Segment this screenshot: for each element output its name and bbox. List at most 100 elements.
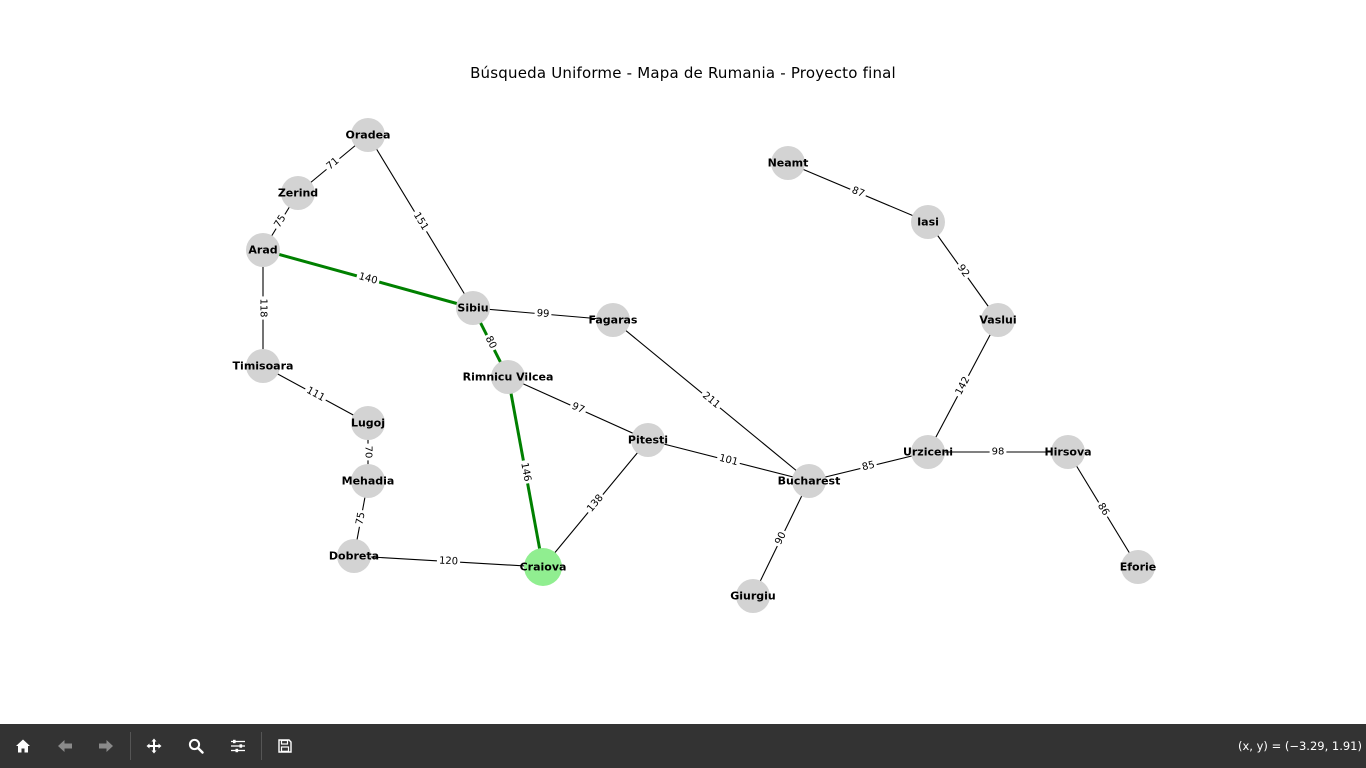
toolbar-separator — [130, 732, 131, 760]
edge-weight-hirsova-eforie: 86 — [1093, 498, 1113, 521]
configure-subplots-button[interactable] — [218, 724, 258, 768]
edge-weight-text: 140 — [357, 271, 378, 287]
edge-weight-background — [322, 153, 344, 175]
edges-layer — [262, 134, 1139, 597]
node-mehadia — [351, 464, 385, 498]
node-fagaras — [596, 303, 630, 337]
edge-weight-background — [480, 332, 501, 353]
node-label-arad: Arad — [248, 244, 277, 257]
node-dobreta — [337, 539, 371, 573]
figure-title: Búsqueda Uniforme - Mapa de Rumania - Pr… — [470, 64, 896, 82]
node-label-zerind: Zerind — [278, 187, 318, 200]
node-labels-layer: OradeaZerindAradTimisoaraLugojMehadiaDob… — [233, 129, 1157, 603]
node-lugoj — [351, 406, 385, 440]
edge-weight-text: 101 — [718, 453, 739, 468]
nodes-layer — [246, 118, 1155, 613]
edge-weight-dobreta-craiova: 120 — [436, 554, 461, 569]
edge-weight-urziceni-vaslui: 142 — [951, 372, 975, 400]
node-sibiu — [456, 291, 490, 325]
edge-weight-sibiu-rimnicu-vilcea: 80 — [480, 332, 501, 353]
home-button[interactable] — [3, 724, 43, 768]
floppy-disk-icon — [278, 739, 292, 753]
node-giurgiu — [736, 579, 770, 613]
node-craiova — [524, 548, 562, 586]
node-label-pitesti: Pitesti — [628, 434, 668, 447]
edge-weight-craiova-pitesti: 138 — [583, 490, 608, 517]
edge-weight-background — [697, 388, 725, 413]
node-label-fagaras: Fagaras — [589, 314, 638, 327]
zoom-button[interactable] — [176, 724, 216, 768]
edge-weight-arad-sibiu: 140 — [355, 269, 381, 289]
edge-weight-fagaras-bucharest: 211 — [697, 388, 725, 413]
edge-weight-bucharest-urziceni: 85 — [858, 458, 879, 475]
node-neamt — [771, 146, 805, 180]
node-vaslui — [981, 303, 1015, 337]
edge-weight-text: 85 — [861, 460, 876, 474]
node-timisoara — [246, 349, 280, 383]
edge-weight-background — [715, 451, 742, 470]
edge-weight-background — [583, 490, 608, 517]
node-label-vaslui: Vaslui — [979, 314, 1016, 327]
edge-weight-bucharest-giurgiu: 90 — [771, 528, 791, 549]
edge-weight-text: 120 — [439, 555, 459, 567]
node-label-oradea: Oradea — [346, 129, 391, 142]
edge-weight-background — [1093, 498, 1113, 521]
edge-weight-background — [436, 554, 461, 569]
edge-weight-rimnicu-vilcea-pitesti: 97 — [567, 399, 589, 418]
navigation-toolbar: (x, y) = (−3.29, 1.91) — [0, 724, 1366, 768]
edge-weight-text: 80 — [483, 334, 499, 350]
edge-weight-oradea-zerind: 71 — [322, 153, 344, 175]
node-label-iasi: Iasi — [917, 216, 939, 229]
edge-weight-oradea-sibiu: 151 — [408, 208, 433, 235]
node-label-sibiu: Sibiu — [457, 302, 488, 315]
edge-weight-background — [302, 383, 329, 406]
node-label-neamt: Neamt — [768, 157, 809, 170]
sliders-icon — [231, 739, 245, 753]
forward-button[interactable] — [86, 724, 126, 768]
save-button[interactable] — [265, 724, 305, 768]
edge-weight-background — [355, 269, 381, 289]
node-label-hirsova: Hirsova — [1044, 446, 1091, 459]
node-label-bucharest: Bucharest — [778, 475, 841, 488]
arrow-left-icon — [58, 740, 72, 752]
edge-weight-lugoj-mehadia: 70 — [361, 443, 375, 461]
edge-weight-background — [361, 443, 375, 461]
node-label-timisoara: Timisoara — [233, 360, 294, 373]
edge-weight-background — [256, 296, 270, 320]
node-label-lugoj: Lugoj — [351, 417, 385, 430]
node-arad — [246, 233, 280, 267]
back-button[interactable] — [45, 724, 85, 768]
node-rimnicu-vilcea — [491, 360, 525, 394]
edge-weight-background — [353, 509, 369, 528]
edge-weight-background — [771, 528, 791, 549]
edge-weight-background — [408, 208, 433, 235]
node-bucharest — [792, 464, 826, 498]
node-pitesti — [631, 423, 665, 457]
node-label-urziceni: Urziceni — [903, 446, 953, 459]
home-icon — [16, 739, 30, 753]
edge-weight-text: 97 — [570, 401, 586, 416]
edge-weight-background — [847, 183, 869, 202]
node-label-rimnicu-vilcea: Rimnicu Vilcea — [463, 371, 554, 384]
edge-weight-text: 118 — [258, 298, 269, 317]
pan-button[interactable] — [134, 724, 174, 768]
node-hirsova — [1051, 435, 1085, 469]
magnifier-icon — [188, 738, 204, 754]
node-label-eforie: Eforie — [1120, 561, 1157, 574]
plot-figure: Búsqueda Uniforme - Mapa de Rumania - Pr… — [232, 64, 1157, 613]
node-oradea — [351, 118, 385, 152]
edge-weight-background — [270, 210, 291, 233]
node-label-mehadia: Mehadia — [342, 475, 395, 488]
edge-weight-urziceni-hirsova: 98 — [989, 445, 1007, 459]
edge-weight-text: 146 — [518, 462, 532, 483]
edge-weight-background — [567, 399, 589, 418]
cursor-coordinates: (x, y) = (−3.29, 1.91) — [1238, 739, 1362, 753]
node-zerind — [281, 176, 315, 210]
edge-weight-timisoara-lugoj: 111 — [302, 383, 329, 406]
edge-weight-background — [517, 459, 534, 485]
edge-weight-sibiu-fagaras: 99 — [534, 306, 552, 322]
edge-weight-background — [858, 458, 879, 475]
edge-weight-background — [534, 306, 552, 322]
edge-weight-text: 99 — [536, 308, 550, 320]
node-iasi — [911, 205, 945, 239]
